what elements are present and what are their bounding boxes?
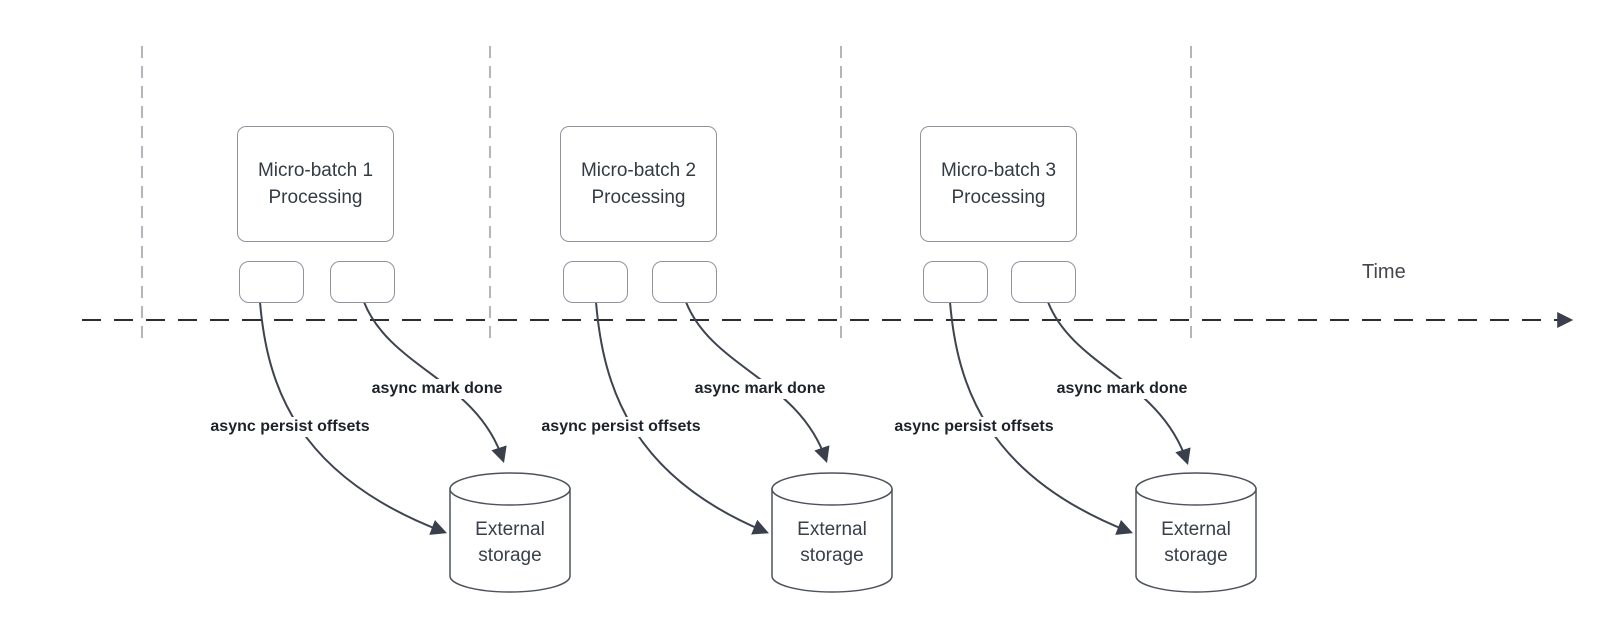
external-storage-label-2-line2: storage [800, 545, 864, 566]
mark-done-label-2: async mark done [690, 379, 830, 399]
external-storage-label-3-line1: External [1161, 519, 1231, 540]
external-storage-cylinder-1 [449, 472, 571, 593]
external-storage-label-1-line2: storage [478, 545, 542, 566]
micro-batch-3-title-line1: Micro-batch 3 [940, 160, 1057, 181]
persist-offsets-label-3: async persist offsets [890, 417, 1058, 437]
persist-offsets-source-box-3 [923, 261, 988, 303]
external-storage-label-3: External storage [1161, 517, 1231, 569]
external-storage-label-1: External storage [475, 517, 545, 569]
mark-done-arrow-1 [363, 301, 507, 464]
external-storage-label-1-line1: External [475, 519, 545, 540]
persist-offsets-label-1: async persist offsets [206, 417, 374, 437]
mark-done-source-box-2 [652, 261, 717, 303]
persist-offsets-source-box-2 [563, 261, 628, 303]
mark-done-arrow-3 [1047, 301, 1191, 466]
external-storage-cylinder-2 [771, 472, 893, 593]
persist-offsets-label-2: async persist offsets [537, 417, 705, 437]
micro-batch-2-processing-box: Micro-batch 2 Processing [560, 126, 717, 242]
mark-done-label-3: async mark done [1052, 379, 1192, 399]
external-storage-cylinder-3 [1135, 472, 1257, 593]
mark-done-source-box-1 [330, 261, 395, 303]
time-axis-label: Time [1362, 261, 1406, 283]
external-storage-label-2-line1: External [797, 519, 867, 540]
mark-done-arrow-2 [685, 301, 830, 464]
persist-offsets-source-box-1 [239, 261, 304, 303]
micro-batch-1-title-line2: Processing [268, 187, 363, 208]
micro-batch-1-title-line1: Micro-batch 1 [257, 160, 374, 181]
external-storage-label-3-line2: storage [1164, 545, 1228, 566]
micro-batch-2-title-line1: Micro-batch 2 [580, 160, 697, 181]
micro-batch-3-processing-box: Micro-batch 3 Processing [920, 126, 1077, 242]
micro-batch-1-processing-box: Micro-batch 1 Processing [237, 126, 394, 242]
micro-batch-2-title-line2: Processing [591, 187, 686, 208]
micro-batch-3-title-line2: Processing [951, 187, 1046, 208]
mark-done-label-1: async mark done [367, 379, 507, 399]
external-storage-label-2: External storage [797, 517, 867, 569]
mark-done-source-box-3 [1011, 261, 1076, 303]
